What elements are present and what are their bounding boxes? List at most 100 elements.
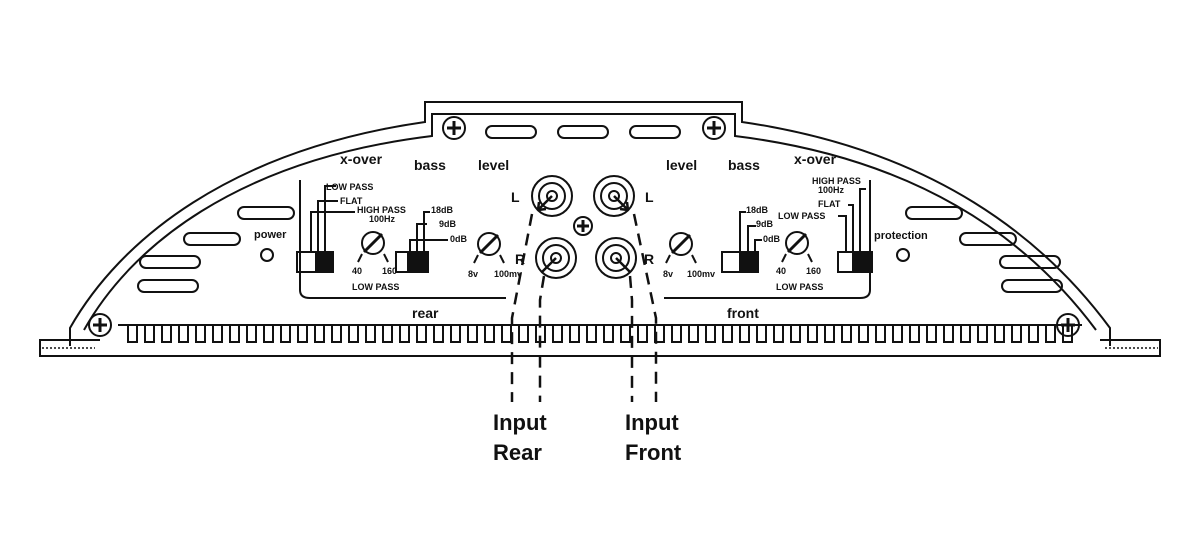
cooling-fin: [994, 325, 1005, 343]
rear-freq-max: 160: [382, 266, 398, 276]
front-freq-caption: LOW PASS: [776, 282, 824, 292]
cooling-fin: [501, 325, 512, 343]
rca-rear-left-label: L: [511, 189, 520, 205]
right-mounting-flange: [1082, 339, 1161, 357]
front-bass-option-3: 0dB: [763, 234, 781, 244]
rear-xover-switch[interactable]: [296, 185, 355, 273]
front-xover-switch[interactable]: [837, 188, 873, 273]
cooling-fin: [229, 325, 240, 343]
rear-section-label: rear: [412, 305, 439, 321]
cooling-fin: [450, 325, 461, 343]
rear-panel-bracket: [299, 180, 506, 299]
front-freq-max: 160: [806, 266, 822, 276]
cooling-fin: [195, 325, 206, 343]
power-led-icon: [260, 248, 274, 262]
cooling-fin: [1011, 325, 1022, 343]
input-cable-lines: [510, 213, 658, 402]
rca-front-left-label: L: [645, 189, 654, 205]
screw-center: [573, 216, 593, 236]
screw-top-left: [442, 116, 466, 140]
cooling-fin: [603, 325, 614, 343]
cooling-fin: [365, 325, 376, 343]
cooling-fin: [263, 325, 274, 343]
front-bass-label: bass: [728, 157, 760, 173]
rear-frequency-knob[interactable]: [357, 231, 389, 263]
right-vent-slots: [905, 206, 1063, 293]
cooling-fin: [127, 325, 138, 343]
screw-top-right: [702, 116, 726, 140]
cooling-fin: [688, 325, 699, 343]
cooling-fin: [875, 325, 886, 343]
power-label: power: [254, 229, 287, 241]
front-xover-option-3: LOW PASS: [778, 211, 826, 221]
cooling-fin: [331, 325, 342, 343]
cooling-fin: [722, 325, 733, 343]
rear-bass-label: bass: [414, 157, 446, 173]
rear-level-label: level: [478, 157, 510, 173]
cooling-fin: [926, 325, 937, 343]
rear-xover-option-3: HIGH PASS: [357, 205, 406, 215]
rear-xover-highpass-freq: 100Hz: [369, 214, 396, 224]
cooling-fin: [212, 325, 223, 343]
rear-freq-min: 40: [352, 266, 363, 276]
cooling-fin: [637, 325, 648, 343]
input-rear-callout-line2: Rear: [493, 440, 542, 465]
front-bass-switch[interactable]: [721, 211, 762, 273]
front-bass-option-2: 9dB: [756, 219, 774, 229]
cooling-fin: [467, 325, 478, 343]
front-section-label: front: [727, 305, 759, 321]
cooling-fin: [297, 325, 308, 343]
cooling-fin: [399, 325, 410, 343]
cooling-fin: [807, 325, 818, 343]
cooling-fin: [671, 325, 682, 343]
cooling-fin: [280, 325, 291, 343]
rear-bass-option-1: 18dB: [431, 205, 454, 215]
cooling-fin: [909, 325, 920, 343]
front-bass-option-1: 18dB: [746, 205, 769, 215]
input-rear-callout-line1: Input: [493, 410, 547, 435]
cooling-fin: [1062, 325, 1073, 343]
input-front-callout-line1: Input: [625, 410, 679, 435]
rca-jack-front-left[interactable]: [593, 175, 635, 217]
cooling-fin: [841, 325, 852, 343]
rear-level-knob[interactable]: [473, 232, 505, 264]
rca-jack-front-right[interactable]: [595, 237, 637, 279]
cooling-fin: [705, 325, 716, 343]
rear-bass-option-2: 9dB: [439, 219, 457, 229]
cooling-fin: [144, 325, 155, 343]
cooling-fin: [943, 325, 954, 343]
screw-bottom-left: [88, 313, 112, 337]
cooling-fin: [552, 325, 563, 343]
cooling-fin: [790, 325, 801, 343]
chassis-inner-outline: [83, 113, 1097, 331]
cooling-fin: [1045, 325, 1056, 343]
input-front-callout-line2: Front: [625, 440, 682, 465]
rca-jack-rear-right[interactable]: [535, 237, 577, 279]
rear-level-max: 100mv: [494, 269, 523, 279]
rca-rear-right-label: R: [515, 251, 526, 267]
cooling-fin: [518, 325, 529, 343]
rear-xover-option-1: LOW PASS: [326, 182, 374, 192]
front-frequency-knob[interactable]: [781, 231, 813, 263]
chassis-outline: [69, 101, 1111, 346]
front-level-label: level: [666, 157, 698, 173]
cooling-fin: [246, 325, 257, 343]
cooling-fin: [739, 325, 750, 343]
cooling-fin: [977, 325, 988, 343]
cooling-fins: [127, 325, 1073, 343]
rca-front-right-label: R: [644, 251, 655, 267]
rear-bass-switch[interactable]: [395, 211, 448, 273]
front-level-knob[interactable]: [665, 232, 697, 264]
cooling-fin: [161, 325, 172, 343]
front-panel-bracket: [664, 180, 871, 299]
front-xover-label: x-over: [794, 151, 837, 167]
cooling-fin: [348, 325, 359, 343]
left-vent-slots: [137, 206, 295, 293]
cooling-fin: [824, 325, 835, 343]
cooling-fin: [892, 325, 903, 343]
protection-label: protection: [874, 230, 928, 242]
front-xover-option-1: HIGH PASS: [812, 176, 861, 186]
rca-jack-rear-left[interactable]: [531, 175, 573, 217]
top-vent-slots: [485, 125, 681, 139]
front-level-min: 8v: [663, 269, 674, 279]
